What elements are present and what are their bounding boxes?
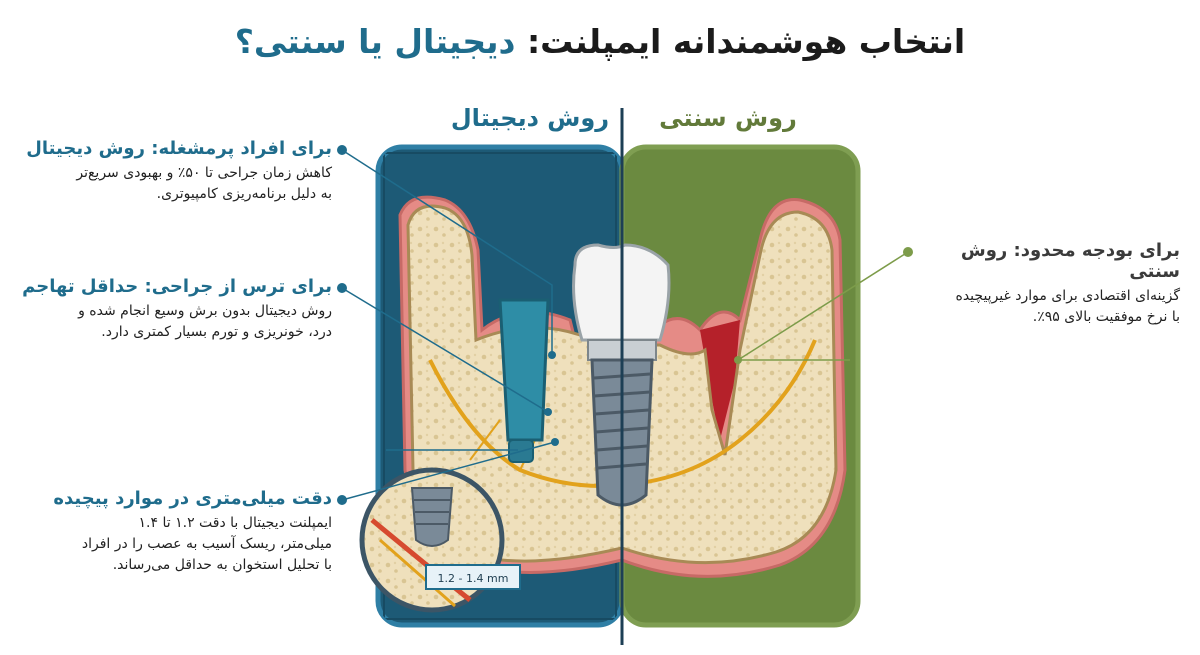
callout-line: میلی‌متر، ریسک آسیب به عصب را در افراد — [81, 536, 332, 552]
page-title: انتخاب هوشمندانه ایمپلنت: دیجیتال یا سنت… — [0, 22, 1200, 61]
digital-section-label: روش دیجیتال — [450, 104, 610, 132]
callout-line: روش دیجیتال بدون برش وسیع انجام شده و — [78, 303, 332, 319]
callout-body: ایمپلنت دیجیتال با دقت ۱.۲ تا ۱.۴ میلی‌م… — [20, 513, 332, 576]
leader-line-2 — [341, 287, 549, 413]
surgical-incision — [700, 320, 740, 440]
callout-heading: برای افراد پرمشغله: روش دیجیتال — [26, 138, 332, 159]
leader-line-3 — [341, 441, 556, 501]
callout-heading: برای بودجه محدود: روش سنتی — [960, 240, 1180, 282]
nerve-traditional — [622, 339, 817, 487]
callout-line: گزینه‌ای اقتصادی برای موارد غیرپیچیده — [955, 288, 1181, 304]
callout-precision: دقت میلی‌متری در موارد پیچیده ایمپلنت دی… — [20, 488, 332, 576]
title-main: انتخاب هوشمندانه ایمپلنت: — [515, 22, 966, 61]
callout-busy-people: برای افراد پرمشغله: روش دیجیتال کاهش زما… — [20, 138, 332, 205]
ruler-label: 1.2 - 1.4 mm — [438, 572, 509, 585]
callout-line: کاهش زمان جراحی تا ۵۰٪ و بهبودی سریع‌تر — [76, 165, 332, 181]
surgical-guide — [498, 298, 550, 442]
callout-line: به دلیل برنامه‌ریزی کامپیوتری. — [156, 186, 332, 202]
title-highlight: دیجیتال یا سنتی؟ — [234, 22, 516, 61]
measurement-ruler: 1.2 - 1.4 mm — [425, 564, 521, 590]
callout-line: با تحلیل استخوان به حداقل می‌رساند. — [112, 557, 332, 573]
leader-line-1 — [341, 149, 553, 355]
callout-body: کاهش زمان جراحی تا ۵۰٪ و بهبودی سریع‌تر … — [20, 163, 332, 205]
callout-heading: دقت میلی‌متری در موارد پیچیده — [53, 488, 332, 509]
callout-surgery-fear: برای ترس از جراحی: حداقل تهاجم روش دیجیت… — [20, 276, 332, 343]
callout-limited-budget: برای بودجه محدود: روش سنتی گزینه‌ای اقتص… — [916, 240, 1181, 328]
callout-line: درد، خونریزی و تورم بسیار کمتری دارد. — [101, 324, 332, 340]
callout-line: ایمپلنت دیجیتال با دقت ۱.۲ تا ۱.۴ — [138, 515, 332, 531]
callout-heading: برای ترس از جراحی: حداقل تهاجم — [22, 276, 332, 297]
callout-body: روش دیجیتال بدون برش وسیع انجام شده و در… — [20, 301, 332, 343]
traditional-section-label: روش سنتی — [659, 104, 797, 132]
callout-line: با نرخ موفقیت بالای ۹۵٪. — [1032, 309, 1180, 325]
callout-body: گزینه‌ای اقتصادی برای موارد غیرپیچیده با… — [916, 286, 1181, 328]
